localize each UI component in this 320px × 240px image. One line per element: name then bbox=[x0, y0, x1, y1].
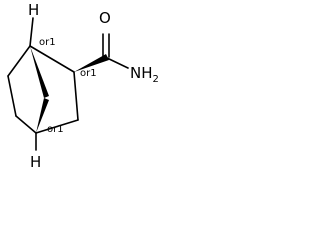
structure-diagram: H H O NH2 or1 or1 or1 bbox=[0, 0, 166, 178]
molecule-svg: H H O NH2 or1 or1 or1 bbox=[7, 1, 159, 171]
stereo-label-top-bridgehead: or1 bbox=[39, 37, 56, 48]
bond-bridge-bottom bbox=[36, 98, 49, 133]
stereo-label-bottom-bridgehead: or1 bbox=[47, 124, 64, 135]
atom-h-bottom: H bbox=[30, 153, 41, 171]
atom-amine: NH2 bbox=[130, 64, 159, 85]
atom-amine-subscript: 2 bbox=[153, 74, 159, 85]
bond-ch2-to-chiral-carbon bbox=[73, 71, 79, 121]
bond-top-bridgehead-to-ch2 bbox=[7, 45, 31, 77]
bond-bottom-bridgehead-to-ch2 bbox=[35, 119, 79, 134]
stereo-label-chiral-carbon: or1 bbox=[80, 68, 97, 79]
bond-ch2-to-bottom-bridgehead bbox=[15, 115, 37, 134]
atom-h-top: H bbox=[28, 1, 39, 19]
bond-carbonyl-to-amine bbox=[104, 56, 129, 69]
bond-chiral-carbon-to-top-bridgehead bbox=[29, 45, 75, 73]
bond-bridge-top bbox=[30, 46, 49, 98]
bond-ch2-to-ch2 bbox=[7, 75, 17, 117]
bond-wedge-chiral-to-carbonyl bbox=[74, 54, 109, 72]
atom-oxygen: O bbox=[99, 9, 111, 27]
bond-top-bridgehead-to-h bbox=[29, 17, 34, 47]
atom-amine-main: NH bbox=[130, 64, 153, 82]
